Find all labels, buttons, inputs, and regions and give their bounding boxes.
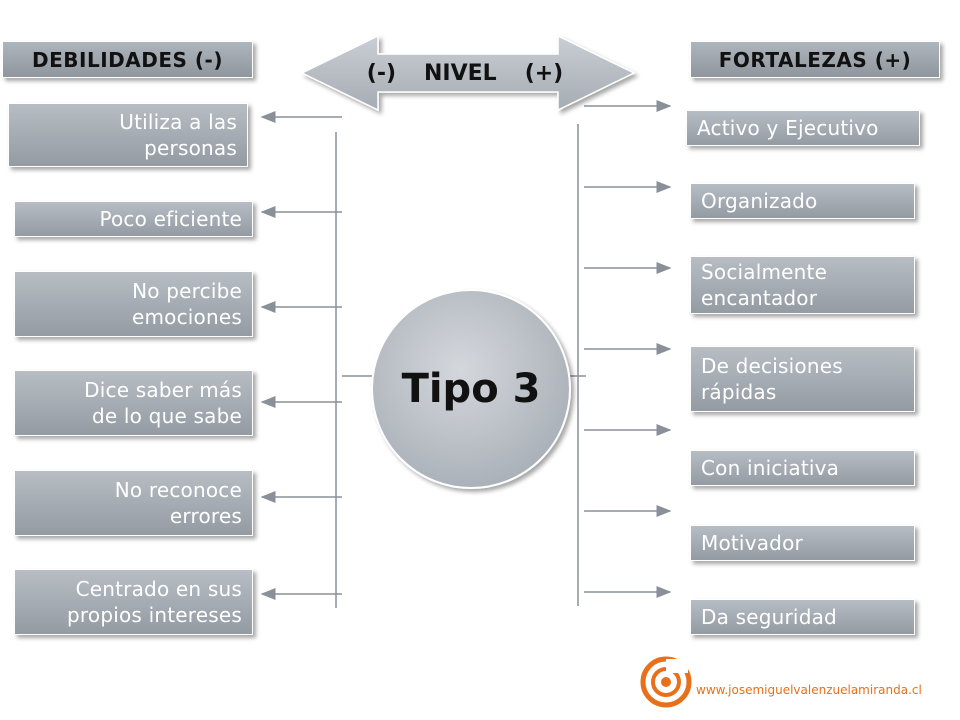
weakness-box: Centrado en sus propios intereses (14, 569, 253, 635)
footer-url-link[interactable]: www.josemiguelvalenzuelamiranda.cl (696, 683, 922, 697)
weakness-box: No reconoce errores (14, 470, 253, 536)
strength-arrows (584, 100, 672, 598)
strength-box: Activo y Ejecutivo (686, 110, 920, 146)
weakness-box: Dice saber más de lo que sabe (14, 370, 253, 436)
level-label-group: (-) NIVEL (+) (340, 56, 590, 90)
level-plus-label: (+) (524, 60, 564, 86)
level-double-arrow (300, 34, 636, 112)
strength-box: Da seguridad (690, 599, 915, 635)
spiral-logo-icon (640, 656, 692, 708)
center-circle (371, 289, 571, 489)
level-minus-label: (-) (366, 60, 397, 86)
strengths-header: FORTALEZAS (+) (690, 41, 940, 78)
center-label: Tipo 3 (401, 366, 541, 412)
weakness-box: No percibe emociones (14, 271, 253, 337)
weakness-box: Utiliza a las personas (8, 103, 248, 167)
strength-box: Socialmente encantador (690, 256, 915, 314)
weakness-arrows (260, 111, 342, 600)
level-label: NIVEL (424, 60, 497, 86)
strength-box: Motivador (690, 525, 915, 561)
strength-box: Con iniciativa (690, 450, 915, 486)
strength-box: Organizado (690, 183, 915, 219)
weakness-box: Poco eficiente (14, 201, 253, 237)
weaknesses-header: DEBILIDADES (-) (2, 41, 253, 78)
strength-box: De decisiones rápidas (690, 346, 915, 412)
